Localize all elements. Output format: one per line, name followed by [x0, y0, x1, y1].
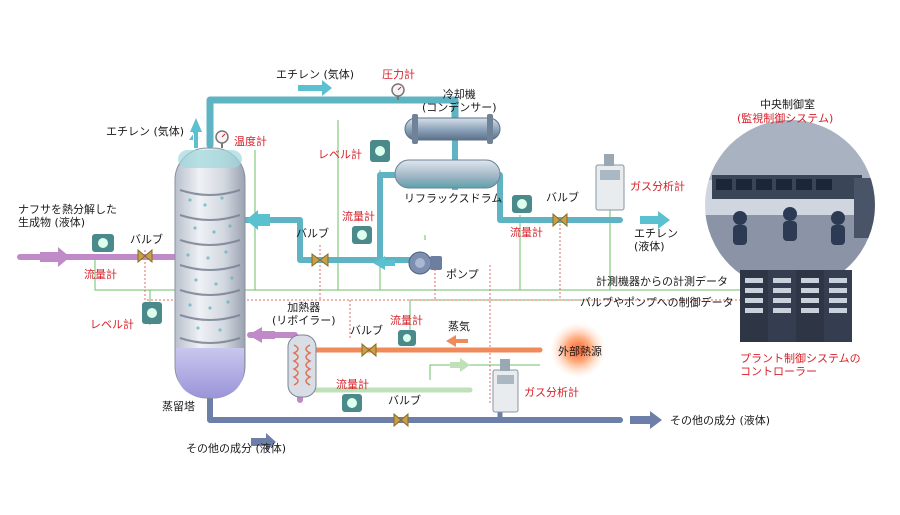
- arrow-ethylene-liquid: [640, 211, 670, 229]
- label-temperature-gauge: 温度計: [234, 135, 267, 148]
- flow-meter-bottom-icon: [342, 394, 362, 412]
- valve-ethylene-icon: [552, 212, 568, 228]
- label-gas-analyzer-bottom: ガス分析計: [524, 386, 579, 399]
- label-reboiler: 加熱器 (リボイラー): [272, 301, 336, 327]
- label-pressure-gauge: 圧力計: [382, 68, 415, 81]
- label-valve-reflux: バルブ: [296, 227, 329, 240]
- label-distillation-tower: 蒸留塔: [162, 400, 195, 413]
- arrow-reflux: [246, 210, 270, 230]
- label-level-gauge-top: レベル計: [318, 148, 362, 161]
- label-flow-meter-steam: 流量計: [390, 314, 423, 327]
- valve-steam-icon: [361, 342, 377, 358]
- level-meter-bottom-icon: [142, 302, 162, 324]
- arrow-ethylene-gas-up: [190, 118, 202, 148]
- arrow-reboiler-return: [248, 327, 275, 343]
- label-other-components-right: その他の成分 (液体): [670, 414, 771, 427]
- reboiler: [287, 334, 317, 398]
- label-controller: プラント制御システムの コントローラー: [740, 352, 861, 378]
- label-flow-meter-feed: 流量計: [84, 268, 117, 281]
- label-pump: ポンプ: [446, 268, 479, 281]
- valve-feed-icon: [137, 248, 153, 264]
- arrow-ethylene-gas-top: [298, 80, 332, 96]
- label-other-components-bottom: その他の成分 (液体): [186, 442, 287, 455]
- label-condenser: 冷却機 (コンデンサー): [422, 88, 497, 114]
- label-flow-meter-ethylene: 流量計: [510, 226, 543, 239]
- pump-icon: [408, 251, 442, 275]
- arrow-feed: [40, 247, 70, 267]
- label-ethylene-liquid: エチレン (液体): [634, 227, 678, 253]
- distillation-tower: [174, 147, 246, 399]
- label-valve-ethylene: バルブ: [546, 191, 579, 204]
- temperature-gauge-icon: [215, 130, 229, 148]
- label-valve-bottom: バルブ: [388, 394, 421, 407]
- level-meter-top-icon: [370, 140, 390, 162]
- gas-analyzer-bottom-icon: [492, 359, 519, 413]
- label-valve-steam: バルブ: [350, 324, 383, 337]
- flow-meter-steam-icon: [398, 330, 416, 346]
- valve-reflux-icon: [311, 253, 329, 267]
- control-room-illustration: [705, 120, 875, 290]
- label-valve-feed: バルブ: [130, 233, 163, 246]
- condenser: [404, 114, 501, 144]
- flow-meter-reflux-icon: [352, 226, 372, 244]
- flow-arrows: [40, 80, 670, 451]
- label-level-gauge-bottom: レベル計: [90, 318, 134, 331]
- label-ethylene-gas-left: エチレン (気体): [106, 125, 185, 138]
- label-ethylene-gas-top: エチレン (気体): [276, 68, 355, 81]
- arrow-steam: [446, 335, 468, 347]
- label-steam: 蒸気: [448, 320, 470, 333]
- label-control-room-title: 中央制御室: [760, 98, 815, 111]
- label-flow-meter-bottom: 流量計: [336, 378, 369, 391]
- arrow-bottoms-left: [251, 433, 276, 451]
- control-signal-lines: [144, 220, 760, 405]
- label-control-data: バルブやポンプへの制御データ: [580, 296, 734, 309]
- gas-analyzer-top-icon: [595, 154, 625, 211]
- plant-controller-cabinets: [740, 270, 852, 342]
- label-measurement-data: 計測機器からの計測データ: [596, 275, 728, 288]
- valve-bottom-icon: [393, 412, 409, 428]
- arrow-bottoms-right: [630, 411, 662, 429]
- label-naphtha-feed: ナフサを熱分解した 生成物 (液体): [18, 203, 117, 229]
- pressure-gauge-icon: [391, 83, 405, 100]
- external-heat-glow: [550, 322, 606, 378]
- label-external-heat: 外部熱源: [558, 345, 602, 358]
- label-gas-analyzer-top: ガス分析計: [630, 180, 685, 193]
- label-control-room-subtitle: (監視制御システム): [737, 112, 834, 125]
- flow-meter-feed-icon: [92, 234, 114, 252]
- arrow-pump-return: [373, 256, 395, 270]
- label-flow-meter-reflux: 流量計: [342, 210, 375, 223]
- flow-meter-ethylene-icon: [512, 195, 532, 213]
- reflux-drum: [394, 159, 501, 189]
- label-reflux-drum: リフラックスドラム: [404, 192, 503, 205]
